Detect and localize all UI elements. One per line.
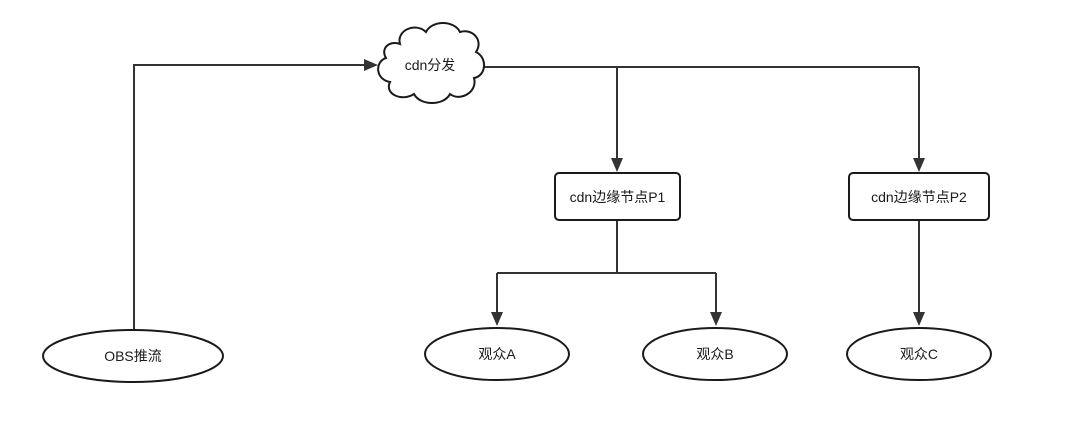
- node-obs-label: OBS推流: [104, 348, 162, 364]
- arrow-cdn-to-p1: [611, 158, 623, 172]
- node-viewer-b-ellipse: [642, 327, 788, 381]
- node-viewer-c-label: 观众C: [900, 346, 938, 362]
- node-viewer-c[interactable]: 观众C: [846, 327, 992, 381]
- node-viewer-b[interactable]: 观众B: [642, 327, 788, 381]
- arrow-p1-to-viewer-b: [710, 312, 722, 326]
- edge-obs-to-cdn: [133, 64, 366, 336]
- cloud-icon: [377, 22, 485, 104]
- node-edge-p2[interactable]: cdn边缘节点P2: [848, 172, 990, 221]
- node-obs-ellipse: [42, 329, 224, 383]
- node-edge-p1-box: [554, 172, 681, 221]
- node-cdn-cloud[interactable]: cdn分发: [377, 22, 485, 104]
- arrow-cdn-to-p2: [913, 158, 925, 172]
- node-edge-p1-label: cdn边缘节点P1: [570, 189, 666, 205]
- node-obs[interactable]: OBS推流: [42, 329, 224, 383]
- node-cdn-label: cdn分发: [405, 57, 456, 73]
- arrow-p2-to-viewer-c: [913, 312, 925, 326]
- node-edge-p2-label: cdn边缘节点P2: [871, 189, 967, 205]
- node-viewer-a[interactable]: 观众A: [424, 327, 570, 381]
- node-viewer-b-label: 观众B: [696, 346, 733, 362]
- node-viewer-c-ellipse: [846, 327, 992, 381]
- node-edge-p1[interactable]: cdn边缘节点P1: [554, 172, 681, 221]
- edge-p1-split: [497, 220, 716, 274]
- edges: [133, 59, 925, 336]
- node-viewer-a-label: 观众A: [478, 346, 516, 362]
- node-edge-p2-box: [848, 172, 990, 221]
- arrow-obs-to-cdn: [364, 59, 378, 71]
- arrow-p1-to-viewer-a: [491, 312, 503, 326]
- node-viewer-a-ellipse: [424, 327, 570, 381]
